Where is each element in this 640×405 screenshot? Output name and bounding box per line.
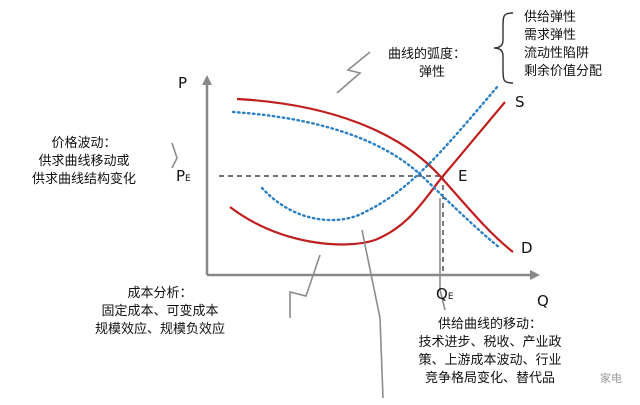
curvature-pointer: [336, 51, 371, 94]
elasticity-list: 供给弹性 需求弹性 流动性陷阱 剩余价值分配: [524, 9, 602, 81]
supply-curve: [229, 101, 506, 246]
supply-shift-line: 技术进步、税收、产业政: [418, 335, 562, 350]
equilibrium-point-label: E: [458, 167, 468, 185]
watermark-text: 家电: [600, 372, 622, 385]
shifted-demand-curve: [231, 110, 502, 250]
demand-curve-label: D: [521, 239, 533, 257]
supply-shift-pointer-left: [361, 229, 384, 399]
elasticity-item: 剩余价值分配: [524, 64, 603, 79]
y-axis-label: P: [178, 74, 188, 92]
cost-analysis-line: 成本分析：: [127, 286, 193, 301]
curvature-annotation: 曲线的弧度： 弹性: [388, 46, 466, 82]
demand-curve: [236, 97, 514, 253]
supply-shift-line: 竞争格局变化、替代品: [424, 371, 555, 386]
price-equilibrium-label: PE: [176, 167, 191, 185]
shifted-supply-curve: [260, 84, 500, 222]
cost-analysis-line: 固定成本、可变成本: [101, 304, 219, 319]
supply-curve-label: S: [515, 93, 525, 111]
price-fluctuation-annotation: 价格波动： 供求曲线移动或 供求曲线结构变化: [6, 135, 162, 189]
price-fluctuation-line: 价格波动：: [51, 136, 117, 151]
supply-shift-line: 供给曲线的移动：: [437, 317, 542, 332]
curvature-line-2: 弹性: [419, 65, 446, 80]
supply-shift-line: 策、上游成本波动、行业: [418, 353, 562, 368]
quantity-equilibrium-label: QE: [436, 285, 454, 303]
elasticity-item: 供给弹性: [524, 10, 577, 25]
price-fluctuation-line: 供求曲线结构变化: [31, 172, 136, 187]
supply-shift-pointer-right: [439, 198, 446, 311]
elasticity-item: 需求弹性: [524, 28, 577, 43]
supply-shift-annotation: 供给曲线的移动： 技术进步、税收、产业政 策、上游成本波动、行业 竞争格局变化、…: [405, 316, 575, 388]
cost-analysis-annotation: 成本分析： 固定成本、可变成本 规模效应、规模负效应: [70, 285, 250, 339]
price-fluctuation-line: 供求曲线移动或: [38, 154, 130, 169]
elasticity-brace: [493, 12, 514, 84]
cost-analysis-line: 规模效应、规模负效应: [94, 322, 225, 337]
x-axis-label: Q: [537, 292, 549, 310]
price-pointer: [171, 142, 178, 169]
curvature-line-1: 曲线的弧度：: [388, 47, 467, 62]
elasticity-item: 流动性陷阱: [524, 46, 590, 61]
cost-pointer: [289, 254, 321, 318]
